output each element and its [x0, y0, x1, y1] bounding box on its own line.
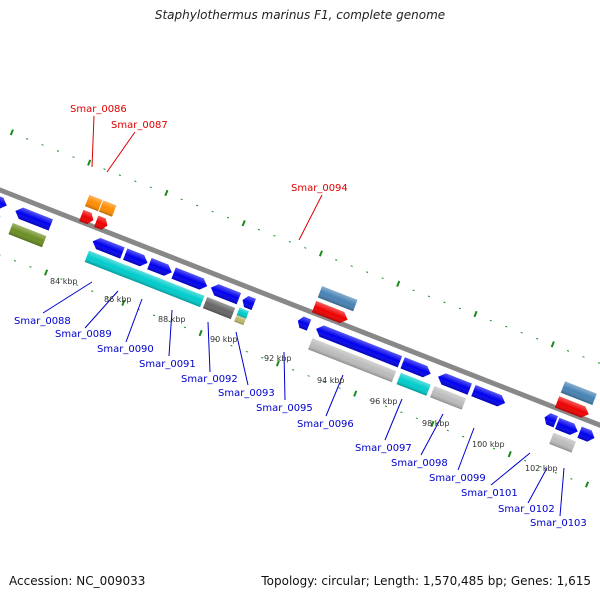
feature-cyan[interactable]	[0, 208, 1, 228]
leader-line	[420, 413, 444, 456]
tick-mark	[550, 341, 555, 348]
scale-label: 84 kbp	[50, 277, 78, 286]
tick-mark	[198, 329, 203, 337]
feature-blue-shading	[316, 325, 403, 368]
gene-label[interactable]: Smar_0097	[355, 443, 412, 454]
feature-blue-shading	[171, 267, 208, 290]
feature-red-shading	[79, 209, 94, 225]
feature-orange-shading	[98, 200, 117, 217]
feature-blue-shading	[400, 357, 431, 378]
tick-mark	[44, 269, 49, 276]
feature-steel-shading	[560, 381, 597, 405]
feature-blue-shading	[555, 417, 578, 435]
scale-label: 100 kbp	[472, 440, 505, 449]
gene-label[interactable]: Smar_0086	[70, 104, 127, 115]
feature-orange-shading	[84, 194, 103, 212]
scale-label: 98 kbp	[422, 419, 450, 428]
leader-line	[91, 115, 95, 168]
feature-darkgrey-shading	[202, 296, 236, 320]
leader-line	[168, 309, 173, 357]
leader-line	[384, 398, 403, 441]
tick-mark	[241, 220, 246, 227]
feature-blue-shading	[0, 191, 7, 209]
gene-label[interactable]: Smar_0103	[530, 518, 587, 529]
tick-mark	[121, 299, 126, 306]
leader-line	[559, 467, 565, 517]
feature-red-shading	[554, 396, 589, 418]
feature-blue-shading	[297, 316, 312, 331]
leader-line	[235, 331, 249, 386]
tick-mark	[396, 280, 401, 287]
feature-cyan-shading	[236, 307, 249, 319]
gene-label[interactable]: Smar_0096	[297, 419, 354, 430]
gene-label[interactable]: Smar_0093	[218, 388, 275, 399]
feature-blue-shading	[577, 426, 595, 442]
scale-label: 88 kbp	[158, 315, 186, 324]
leader-line	[106, 131, 136, 173]
feature-blue-shading	[242, 295, 256, 311]
scale-label: 86 kbp	[104, 295, 132, 304]
feature-grey-shading	[549, 432, 576, 453]
feature-red-shading	[94, 215, 108, 230]
tick-mark	[353, 390, 358, 397]
feature-steel-shading	[317, 286, 358, 312]
feature-cyan-shading	[0, 208, 1, 228]
gene-label[interactable]: Smar_0087	[111, 120, 168, 131]
tick-mark	[430, 420, 435, 428]
genome-summary-text: Topology: circular; Length: 1,570,485 bp…	[261, 574, 591, 588]
feature-cyan-shading	[396, 372, 431, 396]
leader-line	[84, 290, 119, 329]
feature-grey-shading	[308, 338, 397, 383]
feature-blue-shading	[123, 248, 148, 267]
leader-line	[125, 298, 143, 343]
gene-label[interactable]: Smar_0088	[14, 316, 71, 327]
gene-label[interactable]: Smar_0102	[498, 504, 555, 515]
tick-mark	[584, 481, 590, 488]
gene-label[interactable]: Smar_0090	[97, 344, 154, 355]
leader-line	[457, 427, 475, 471]
leader-line	[527, 467, 548, 504]
gene-label[interactable]: Smar_0091	[139, 359, 196, 370]
gene-label[interactable]: Smar_0089	[55, 329, 112, 340]
leader-line	[283, 351, 286, 401]
leader-line	[207, 321, 211, 373]
feature-red-shading	[311, 301, 348, 324]
tick-mark	[87, 159, 92, 166]
leader-line	[42, 281, 93, 314]
feature-blue-shading	[15, 207, 53, 231]
scale-label: 94 kbp	[317, 376, 345, 385]
feature-blue-shading	[544, 413, 558, 428]
tick-mark	[9, 129, 14, 136]
feature-cyan-shading	[84, 250, 205, 308]
feature-grey-shading	[430, 386, 467, 410]
gene-label[interactable]: Smar_0101	[461, 488, 518, 499]
scale-label: 96 kbp	[370, 397, 398, 406]
gene-label[interactable]: Smar_0099	[429, 473, 486, 484]
feature-blue-shading	[471, 384, 506, 407]
feature-blue-shading	[438, 373, 472, 395]
feature-blue-shading	[147, 258, 172, 276]
tick-mark	[164, 189, 169, 197]
feature-blue-shading	[92, 237, 125, 259]
leader-line	[490, 452, 531, 486]
tick-mark	[275, 360, 280, 367]
tick-mark	[507, 451, 512, 458]
accession-text: Accession: NC_009033	[9, 574, 146, 588]
gene-label[interactable]: Smar_0094	[291, 183, 348, 194]
leader-line	[325, 374, 344, 417]
scale-label: 102 kbp	[525, 464, 558, 473]
map-title: Staphylothermus marinus F1, complete gen…	[154, 8, 446, 22]
leader-line	[298, 194, 323, 241]
tick-mark	[318, 250, 323, 257]
gene-label[interactable]: Smar_0095	[256, 403, 313, 414]
feature-blue-shading	[210, 284, 242, 305]
feature-olive-shading	[8, 222, 47, 248]
scale-label: 92 kbp	[264, 354, 292, 363]
feature-khaki-shading	[234, 314, 247, 326]
gene-label[interactable]: Smar_0098	[391, 458, 448, 469]
scale-label: 90 kbp	[210, 335, 238, 344]
tick-mark	[473, 310, 478, 318]
gene-label[interactable]: Smar_0092	[181, 374, 238, 385]
